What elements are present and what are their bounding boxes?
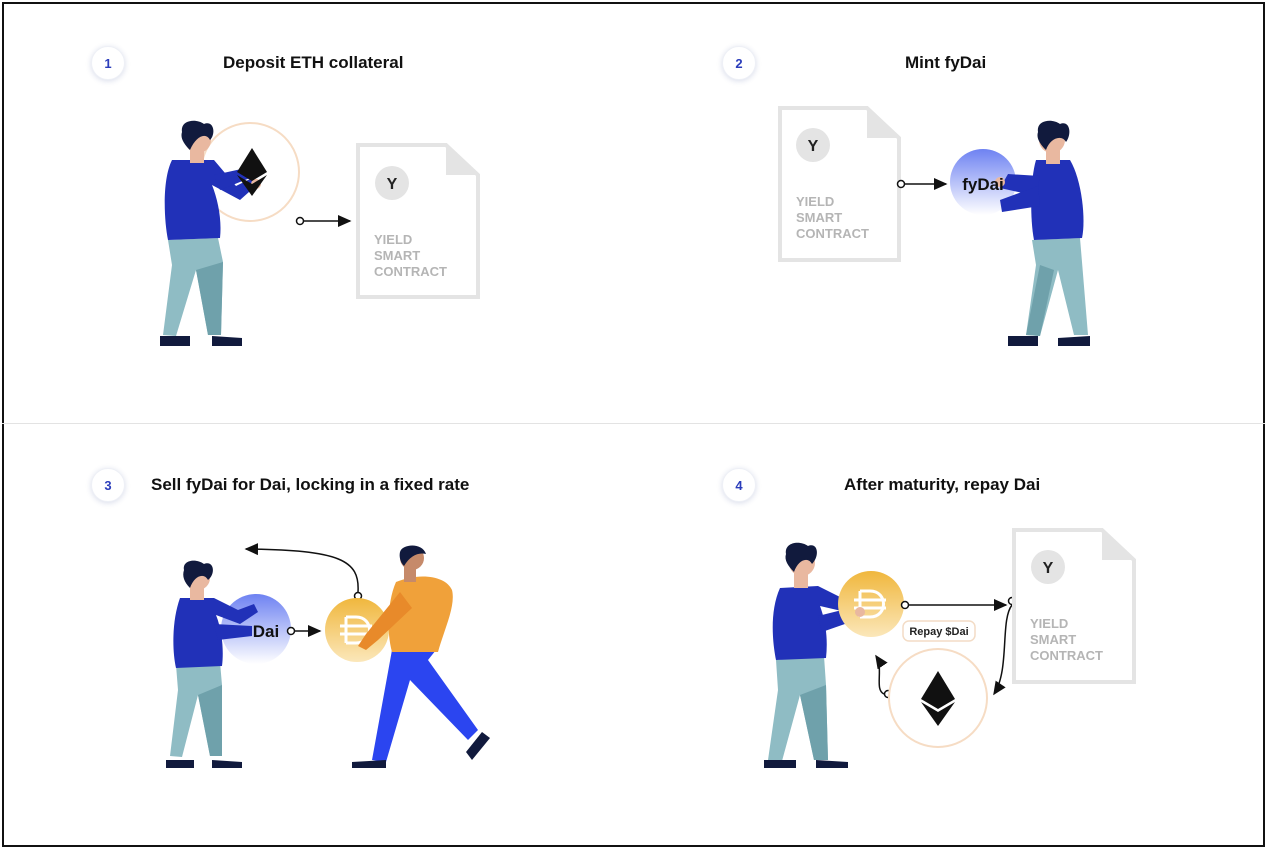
contract-line-3: CONTRACT: [374, 264, 447, 279]
contract-logo: Y: [808, 138, 819, 155]
contract-line-3: CONTRACT: [1030, 648, 1103, 663]
step-1-title: Deposit ETH collateral: [223, 53, 404, 72]
step-3-badge: 3: [91, 468, 125, 502]
person-2: [995, 120, 1090, 346]
step-3-illustration: [166, 543, 490, 768]
ethereum-icon: [921, 671, 955, 726]
step-1-number: 1: [104, 55, 112, 71]
contract-line-1: YIELD: [796, 194, 834, 209]
contract-logo: Y: [1043, 560, 1054, 577]
arrow-icon: [295, 215, 352, 227]
document-icon: [778, 106, 901, 262]
fydai-token: [950, 149, 1016, 215]
step-4-badge: 4: [722, 468, 756, 502]
step-1-illustration: [160, 120, 480, 346]
repay-label: Repay $Dai: [909, 626, 968, 638]
step-2-number: 2: [735, 55, 743, 71]
step-4-title: After maturity, repay Dai: [844, 475, 1041, 494]
arrow-icon: [896, 178, 948, 190]
document-icon: [356, 143, 480, 299]
person-1: [160, 120, 261, 346]
step-2-badge: 2: [722, 46, 756, 80]
contract-line-1: YIELD: [1030, 616, 1068, 631]
fydai-label: fyDai: [962, 175, 1004, 194]
section-divider: [2, 423, 1265, 424]
step-1-badge: 1: [91, 46, 125, 80]
step-2-illustration: [778, 106, 1090, 346]
step-3-number: 3: [104, 477, 112, 493]
contract-line-2: SMART: [796, 210, 842, 225]
contract-line-2: SMART: [1030, 632, 1076, 647]
arrow-icon: [286, 625, 322, 637]
step-2-title: Mint fyDai: [905, 53, 987, 72]
contract-line-3: CONTRACT: [796, 226, 869, 241]
fydai-partial-label: Dai: [253, 622, 279, 641]
dai-icon: [838, 571, 904, 637]
step-3-title: Sell fyDai for Dai, locking in a fixed r…: [151, 475, 470, 494]
person-4: [764, 542, 862, 768]
document-icon: [1012, 528, 1136, 684]
arrow-icon: [244, 543, 363, 601]
person-3b: [352, 545, 490, 768]
contract-line-1: YIELD: [374, 232, 412, 247]
contract-line-2: SMART: [374, 248, 420, 263]
step-4-number: 4: [735, 477, 743, 493]
repay-pill: [902, 620, 976, 642]
contract-logo: Y: [387, 176, 398, 193]
ethereum-icon: [237, 148, 267, 196]
step-4-illustration: [764, 528, 1136, 768]
person-3a: [166, 560, 258, 768]
